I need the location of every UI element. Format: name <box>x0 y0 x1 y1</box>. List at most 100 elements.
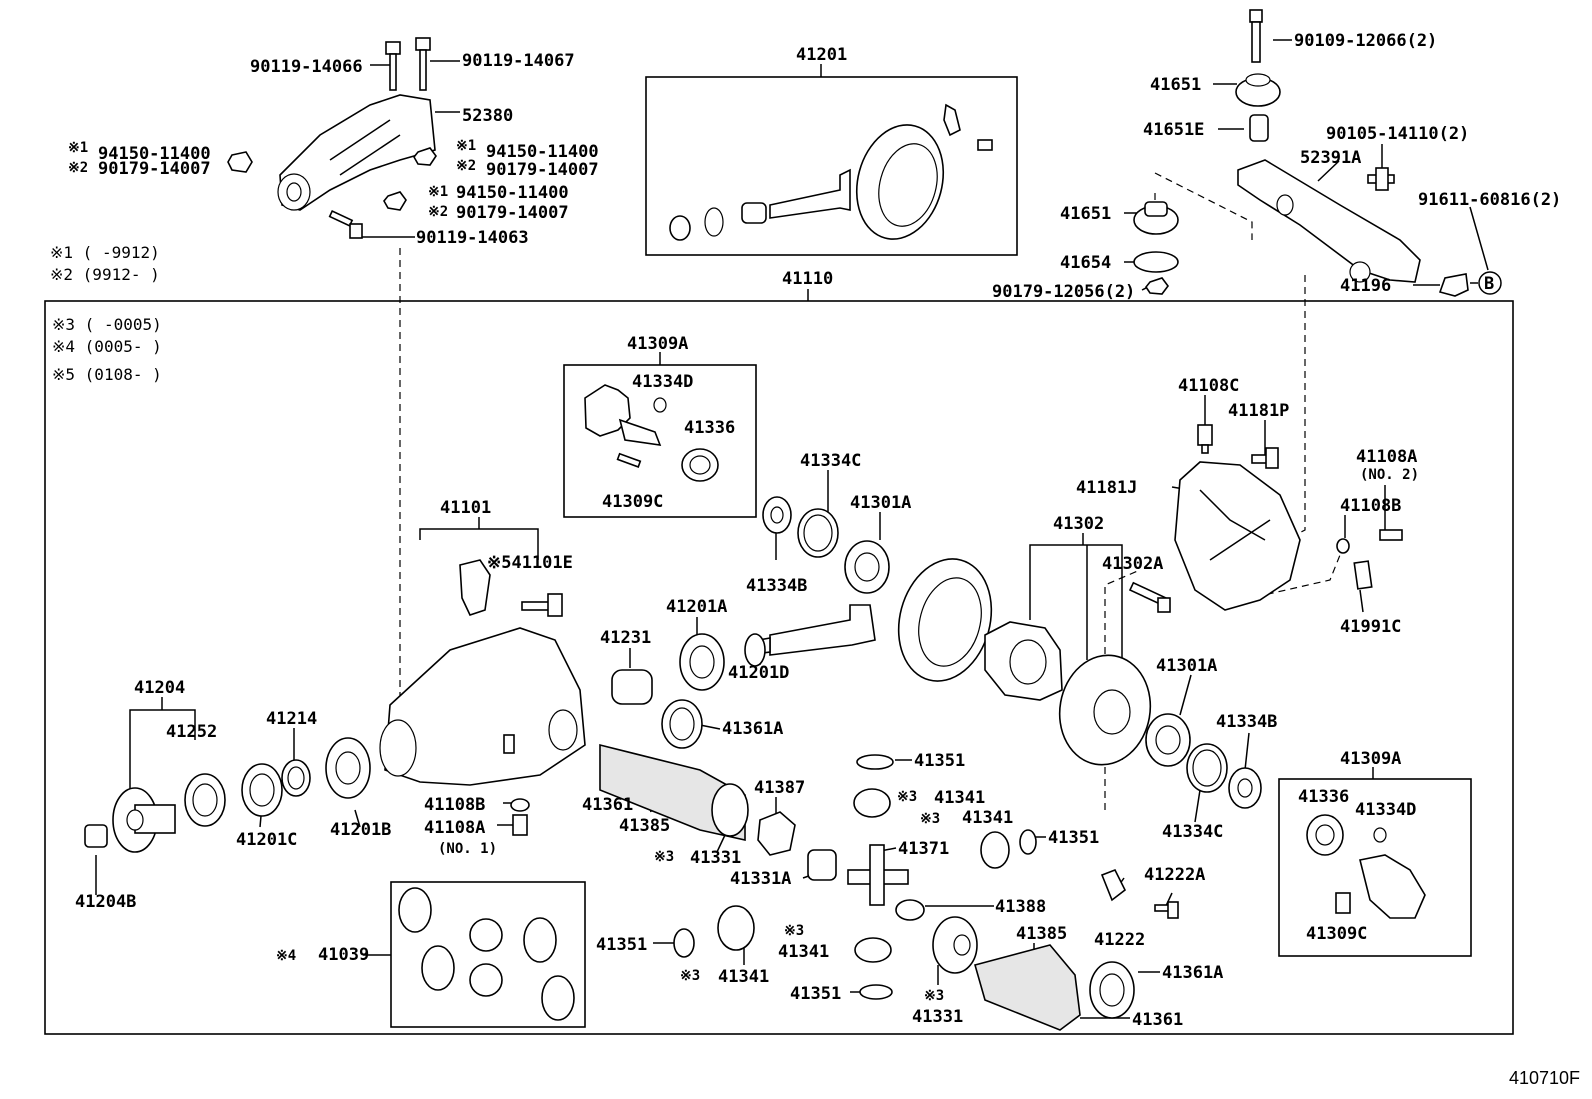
marker-3b: ※3 <box>920 811 940 827</box>
marker-3f: ※3 <box>924 988 944 1004</box>
spacer-41214 <box>281 759 311 797</box>
nut-94150-mid <box>413 147 437 166</box>
cross-shaft-41371 <box>847 844 909 906</box>
label-41196: 41196 <box>1340 276 1391 296</box>
label-41341-c: 41341 <box>778 942 829 962</box>
rear-cover-41181J <box>1174 461 1301 611</box>
note-5: ※5 (0108- ) <box>52 365 162 384</box>
bushing-41651-top <box>1235 73 1281 107</box>
circle-b-marker <box>1478 271 1502 295</box>
label-90105-14110: 90105-14110(2) <box>1326 124 1469 144</box>
label-41201A: 41201A <box>666 597 727 617</box>
label-no-2: (NO. 2) <box>1360 467 1419 483</box>
label-41222A: 41222A <box>1144 865 1205 885</box>
spacer-41201D <box>744 633 766 667</box>
ring-41334C-top <box>797 508 839 558</box>
gasket-41108B-left <box>510 798 530 812</box>
diff-cover-plate <box>1058 654 1152 766</box>
washer-41654 <box>1133 251 1179 273</box>
gear-41341-c <box>717 905 755 951</box>
pinion-shaft <box>747 604 876 656</box>
ring-gear <box>897 558 993 682</box>
washer-41351-b <box>1019 829 1037 855</box>
label-41301A-mid: 41301A <box>1156 656 1217 676</box>
label-41334B-top: 41334B <box>746 576 807 596</box>
bolt-41302A <box>1128 581 1171 613</box>
parts <box>84 9 1502 1031</box>
label-41334D-bot: 41334D <box>1355 800 1416 820</box>
clutch-pack-left <box>599 743 749 841</box>
label-41351-b: 41351 <box>1048 828 1099 848</box>
marker-1c: ※1 <box>428 184 448 200</box>
label-41387: 41387 <box>754 778 805 798</box>
label-41361-top: 41361 <box>582 795 633 815</box>
label-no-1: (NO. 1) <box>438 841 497 857</box>
label-41991C: 41991C <box>1340 617 1401 637</box>
label-41341-b: 41341 <box>962 808 1013 828</box>
spring-41331A <box>807 849 837 881</box>
nut-94150-left <box>227 151 253 173</box>
label-41361-bot: 41361 <box>1132 1010 1183 1030</box>
label-41336-top: 41336 <box>684 418 735 438</box>
label-41204B: 41204B <box>75 892 136 912</box>
label-41039: 41039 <box>318 945 369 965</box>
note-3: ※3 ( -0005) <box>52 315 162 334</box>
bolt-41222A <box>1154 901 1179 919</box>
label-90119-14067: 90119-14067 <box>462 51 575 71</box>
label-41991C-tag <box>1353 560 1373 590</box>
label-90119-14063: 90119-14063 <box>416 228 529 248</box>
gear-41341-b <box>980 831 1010 869</box>
sleeve-41651E <box>1249 114 1269 142</box>
gasket-41108B-right <box>1336 538 1350 554</box>
label-90179-14007-a: 90179-14007 <box>98 159 211 179</box>
bearing-41301A-mid <box>1145 713 1191 767</box>
label-94150-11400-b: 94150-11400 <box>486 142 599 162</box>
clutch-pack-right <box>974 944 1081 1031</box>
label-circle-b: B <box>1484 274 1494 294</box>
marker-3c: ※3 <box>654 849 674 865</box>
label-41201: 41201 <box>796 45 847 65</box>
label-41201C: 41201C <box>236 830 297 850</box>
marker-4: ※4 <box>276 948 296 964</box>
shim-41388 <box>895 899 925 921</box>
bolt-90119-14063 <box>328 209 363 239</box>
bolt-90109-12066 <box>1249 9 1263 63</box>
bolt-90105-14110 <box>1367 167 1395 191</box>
label-41341-a: 41341 <box>934 788 985 808</box>
seal-41252 <box>184 773 226 827</box>
diff-case-41302 <box>984 621 1063 701</box>
washer-41361A-bot <box>1089 961 1135 1019</box>
marker-1b: ※1 <box>456 138 476 154</box>
label-41309C-top: 41309C <box>602 492 663 512</box>
label-41385-top: 41385 <box>619 816 670 836</box>
note-1: ※1 ( -9912) <box>50 243 160 262</box>
bolt-41181P <box>1251 447 1279 469</box>
ring-pinion-41201 <box>669 103 993 241</box>
mount-bracket-52391A <box>1237 159 1421 283</box>
flange-41204 <box>112 787 176 853</box>
label-41309A-bot: 41309A <box>1340 749 1401 769</box>
marker-2c: ※2 <box>428 204 448 220</box>
flange-41309A-bot <box>1306 814 1426 919</box>
label-41351-d: 41351 <box>790 984 841 1004</box>
label-41388: 41388 <box>995 897 1046 917</box>
gear-41341-a <box>853 788 891 818</box>
plug-41108A-top <box>1379 529 1403 541</box>
flange-41309A-top <box>584 384 719 482</box>
figure-number: 410710F <box>1508 1068 1580 1088</box>
label-41371: 41371 <box>898 839 949 859</box>
label-94150-11400-a: 94150-11400 <box>98 144 211 164</box>
label-41651-top: 41651 <box>1150 75 1201 95</box>
label-52391A: 52391A <box>1300 148 1361 168</box>
label-41334D-top: 41334D <box>632 372 693 392</box>
label-41108B-left: 41108B <box>424 795 485 815</box>
main-assembly-frame <box>44 300 1514 1035</box>
label-41204: 41204 <box>134 678 185 698</box>
label-90179-14007-c: 90179-14007 <box>456 203 569 223</box>
seal-41334B-mid <box>1228 767 1262 809</box>
label-91611-60816: 91611-60816(2) <box>1418 190 1561 210</box>
label-41334C-top: 41334C <box>800 451 861 471</box>
washer-41351-a <box>856 754 894 770</box>
plug-41108A-left <box>512 814 528 836</box>
